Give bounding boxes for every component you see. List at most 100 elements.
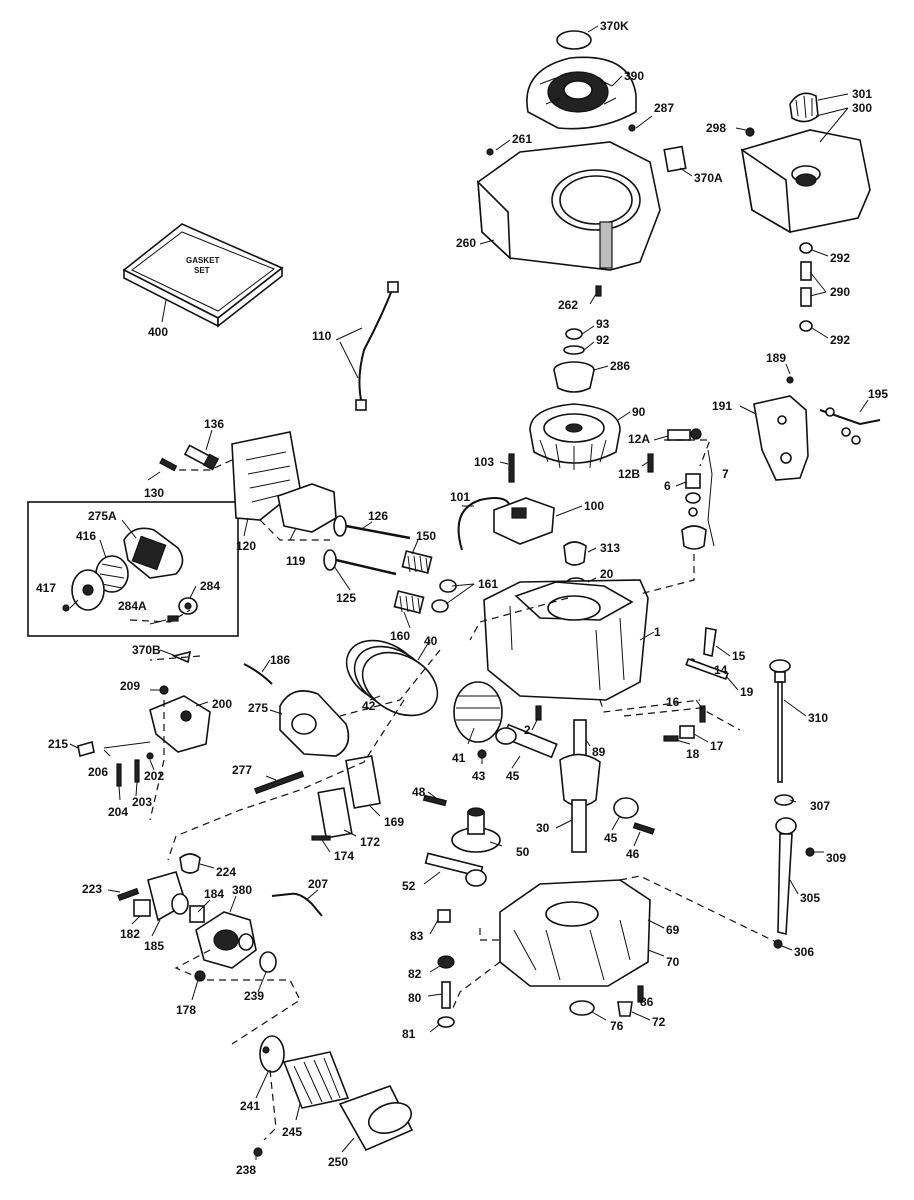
label-86: 86 <box>640 995 654 1009</box>
part-2-dowel-pin <box>535 705 542 721</box>
part-310-dipstick <box>769 659 791 783</box>
label-82: 82 <box>408 967 422 981</box>
part-262-screw <box>595 285 602 297</box>
label-83: 83 <box>410 929 424 943</box>
part-307-oring <box>774 794 794 806</box>
part-82-gear <box>437 955 455 969</box>
label-46: 46 <box>626 847 640 861</box>
gasket-set-label-line1: GASKET <box>186 256 219 265</box>
label-241: 241 <box>240 1099 260 1113</box>
label-16: 16 <box>666 695 680 709</box>
label-400: 400 <box>148 325 168 339</box>
label-19: 19 <box>740 685 754 699</box>
part-169-gasket <box>345 755 381 809</box>
label-195: 195 <box>868 387 888 401</box>
part-277-screw <box>254 770 305 795</box>
part-298-clip <box>745 127 755 137</box>
part-313-breather <box>563 541 587 566</box>
part-174-screw <box>311 835 331 841</box>
part-12A-primer-line <box>667 428 702 441</box>
part-150-valve-spring <box>401 550 433 575</box>
part-189-screw <box>786 376 794 384</box>
part-110-ground-wire <box>355 281 399 411</box>
label-306: 306 <box>794 945 814 959</box>
label-18: 18 <box>686 747 700 761</box>
label-370A: 370A <box>694 171 723 185</box>
part-126-valve-exhaust <box>333 515 411 540</box>
label-238: 238 <box>236 1163 256 1177</box>
part-125-valve-intake <box>323 549 397 576</box>
label-277: 277 <box>232 763 252 777</box>
part-206-spring <box>103 741 151 749</box>
part-200-control-bracket <box>149 695 211 753</box>
label-172: 172 <box>360 835 380 849</box>
label-224: 224 <box>216 865 236 879</box>
label-103: 103 <box>474 455 494 469</box>
part-80-shaft <box>441 981 451 1009</box>
part-6-primer-bulb-c <box>688 507 698 517</box>
label-41: 41 <box>452 751 466 765</box>
part-380-carburetor <box>195 911 257 969</box>
part-93-nut <box>565 328 583 340</box>
gasket-set-label-line2: SET <box>194 266 210 275</box>
label-69: 69 <box>666 923 680 937</box>
part-250-air-cleaner-cover <box>338 1085 414 1152</box>
part-224-seal <box>179 853 201 874</box>
label-300: 300 <box>852 101 872 115</box>
label-101: 101 <box>450 490 470 504</box>
part-40-piston-rings <box>345 639 439 717</box>
part-41-piston <box>453 681 503 743</box>
label-286: 286 <box>610 359 630 373</box>
part-215-wire-terminal <box>77 740 95 758</box>
label-40: 40 <box>424 634 438 648</box>
label-14: 14 <box>714 663 728 677</box>
label-287: 287 <box>654 101 674 115</box>
label-50: 50 <box>516 845 530 859</box>
label-15: 15 <box>732 649 746 663</box>
label-390: 390 <box>624 69 644 83</box>
label-262: 262 <box>558 298 578 312</box>
part-260-blower-housing <box>477 141 661 271</box>
part-182-gasket <box>133 899 151 917</box>
label-48: 48 <box>412 785 426 799</box>
part-390-recoil-starter <box>526 56 637 130</box>
part-15-governor-lever <box>703 627 717 657</box>
label-275: 275 <box>248 701 268 715</box>
label-20: 20 <box>600 567 614 581</box>
part-45-rod-cap <box>613 797 639 819</box>
part-number-labels: 370K 390 287 261 370A 260 262 301 300 29… <box>36 19 888 1177</box>
part-161-valve-retainers <box>431 579 457 613</box>
label-307: 307 <box>810 799 830 813</box>
label-126: 126 <box>368 509 388 523</box>
label-110: 110 <box>312 329 332 343</box>
part-290-fuel-line-upper <box>800 261 812 281</box>
part-130-screw <box>159 457 178 472</box>
label-310: 310 <box>808 711 828 725</box>
label-93: 93 <box>596 317 610 331</box>
part-76-oil-seal <box>569 1000 595 1016</box>
label-160: 160 <box>390 629 410 643</box>
label-17: 17 <box>710 739 724 753</box>
part-50-cam-gear <box>451 807 501 853</box>
part-204-screw <box>116 763 122 787</box>
part-203-screw <box>134 759 140 783</box>
label-370B: 370B <box>132 643 161 657</box>
part-300-fuel-tank <box>740 129 871 234</box>
part-209-screw <box>159 685 169 695</box>
inset-air-cleaner-box <box>27 501 239 637</box>
label-45-rod: 45 <box>506 769 520 783</box>
part-275-muffler <box>279 690 350 757</box>
part-417-air-cleaner-base <box>62 569 105 612</box>
part-136-spark-plug <box>183 444 220 471</box>
label-215: 215 <box>48 737 68 751</box>
part-261-screw <box>486 148 494 156</box>
label-174: 174 <box>334 849 354 863</box>
label-185: 185 <box>144 939 164 953</box>
label-12B: 12B <box>618 467 640 481</box>
label-136: 136 <box>204 417 224 431</box>
label-223: 223 <box>82 882 102 896</box>
label-261: 261 <box>512 132 532 146</box>
part-172-gasket <box>317 787 353 839</box>
label-92: 92 <box>596 333 610 347</box>
part-202-screw <box>146 752 154 760</box>
